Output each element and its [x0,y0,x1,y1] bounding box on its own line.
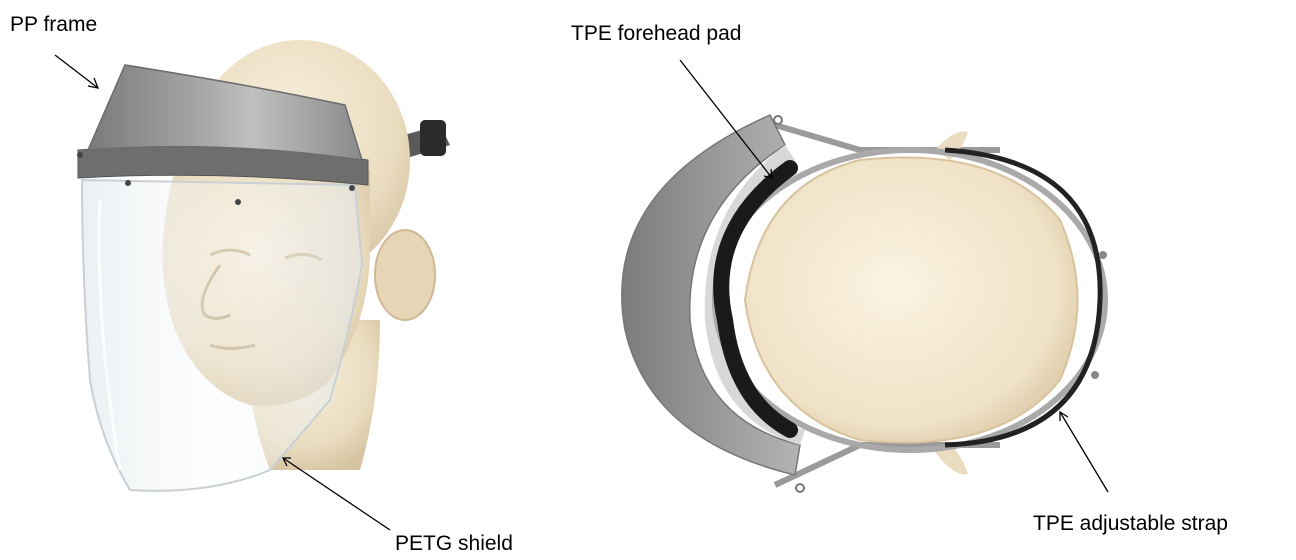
ear [375,230,435,320]
rivet [349,185,355,191]
strap-buckle [420,120,446,156]
strap-hook [1099,251,1107,259]
head-side-view [77,40,450,491]
frame-hook-bottom [796,484,804,492]
rivet [125,180,131,186]
arrow-tpe-adjustable-strap [1060,412,1108,492]
label-petg-shield: PETG shield [395,533,513,554]
head-top-view [622,115,1107,492]
top-frame-arm-upper [775,125,1000,150]
label-tpe-adjustable-strap: TPE adjustable strap [1033,513,1228,534]
head-top [745,158,1078,443]
rivet [235,199,241,205]
rivet [77,152,83,158]
label-tpe-forehead-pad: TPE forehead pad [571,23,741,44]
label-pp-frame: PP frame [10,14,97,35]
strap-hook [1091,371,1099,379]
arrow-pp-frame [55,55,98,88]
